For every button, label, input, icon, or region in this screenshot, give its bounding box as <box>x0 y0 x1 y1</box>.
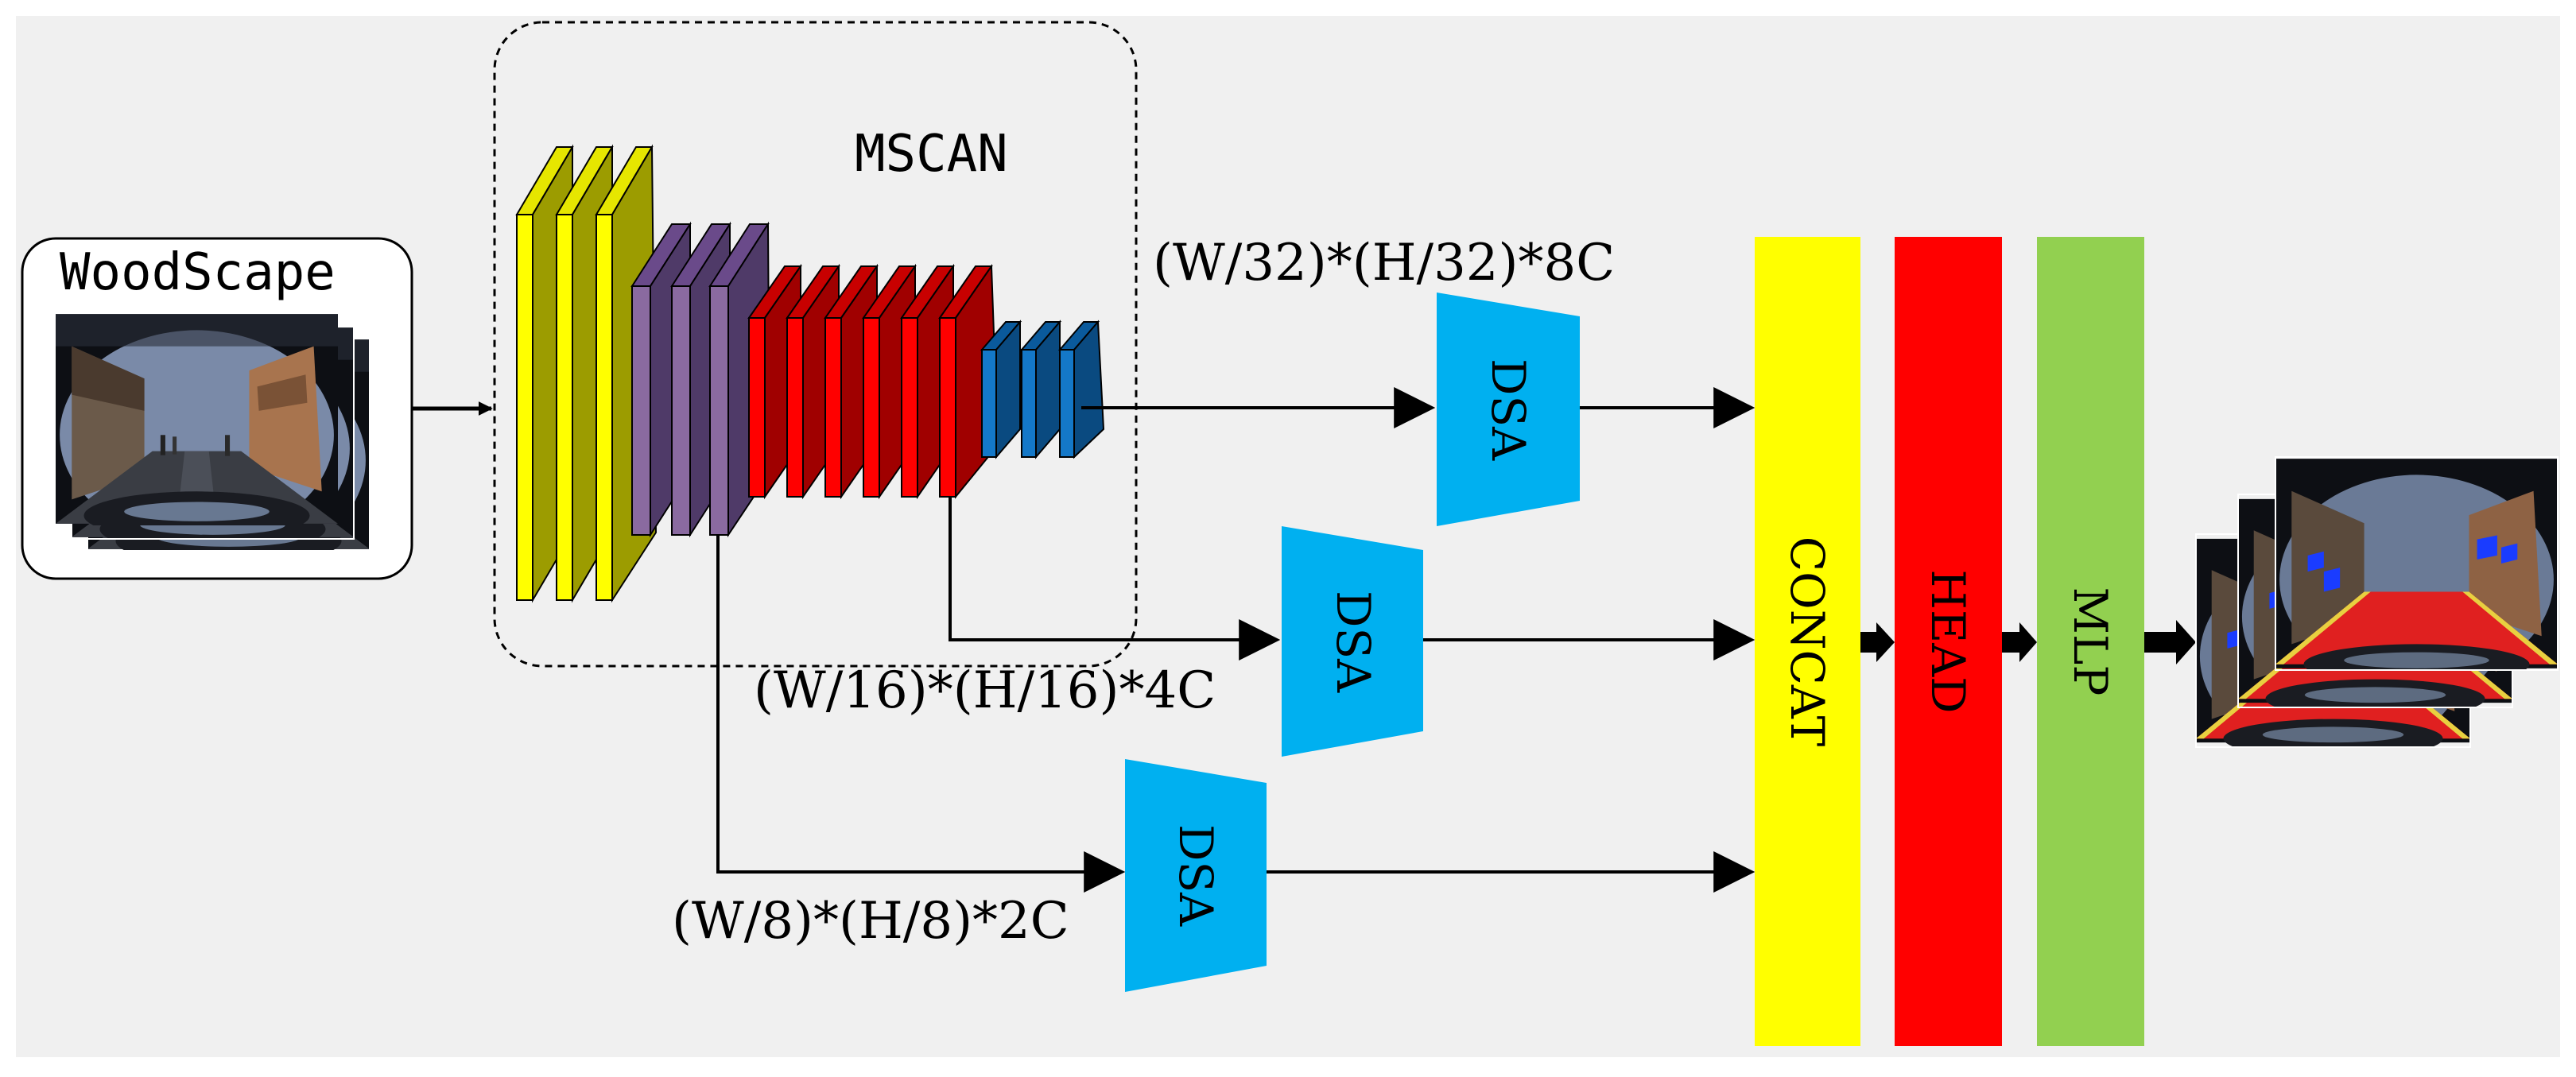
stage4-layer <box>1057 320 1105 459</box>
connector-stage3-dsa <box>949 497 1281 661</box>
mscan-region <box>493 21 1138 668</box>
stage1-blocks <box>515 144 658 603</box>
feature-label-w8: (W/8)*(H/8)*2C <box>672 892 1069 951</box>
arrow-concat-head <box>1860 622 1895 662</box>
arrow-head-mlp <box>2002 622 2037 662</box>
mlp-block: MLP <box>2037 237 2144 1046</box>
arrow-mlp-output <box>2144 620 2196 664</box>
mscan-label: MSCAN <box>855 125 1008 184</box>
dsa-label-3: DSA <box>1169 824 1223 927</box>
mlp-label: MLP <box>2063 587 2117 696</box>
fisheye-street-image-stack-icon <box>56 314 370 552</box>
feature-label-w16: (W/16)*(H/16)*4C <box>754 661 1216 720</box>
stage4-layer <box>980 320 1022 459</box>
concat-block: CONCAT <box>1755 237 1860 1046</box>
head-block: HEAD <box>1895 237 2002 1046</box>
dsa-label-2: DSA <box>1326 591 1380 693</box>
dsa-label-1: DSA <box>1481 358 1535 461</box>
feature-label-w32: (W/32)*(H/32)*8C <box>1153 234 1615 292</box>
head-label: HEAD <box>1921 569 1975 713</box>
concat-label: CONCAT <box>1780 537 1834 747</box>
stage3-blocks <box>747 263 999 500</box>
dsa-block-2: DSA <box>1282 526 1423 757</box>
input-label: WoodScape <box>60 243 336 302</box>
stage4-blocks <box>980 320 1105 459</box>
input-block: WoodScape <box>21 237 413 580</box>
segmentation-output-image-stack-icon <box>2195 456 2559 748</box>
connector-stage2-dsa <box>716 535 1126 893</box>
dsa-block-1: DSA <box>1437 292 1580 526</box>
dsa-block-3: DSA <box>1125 759 1267 992</box>
stage4-layer <box>1019 320 1062 459</box>
